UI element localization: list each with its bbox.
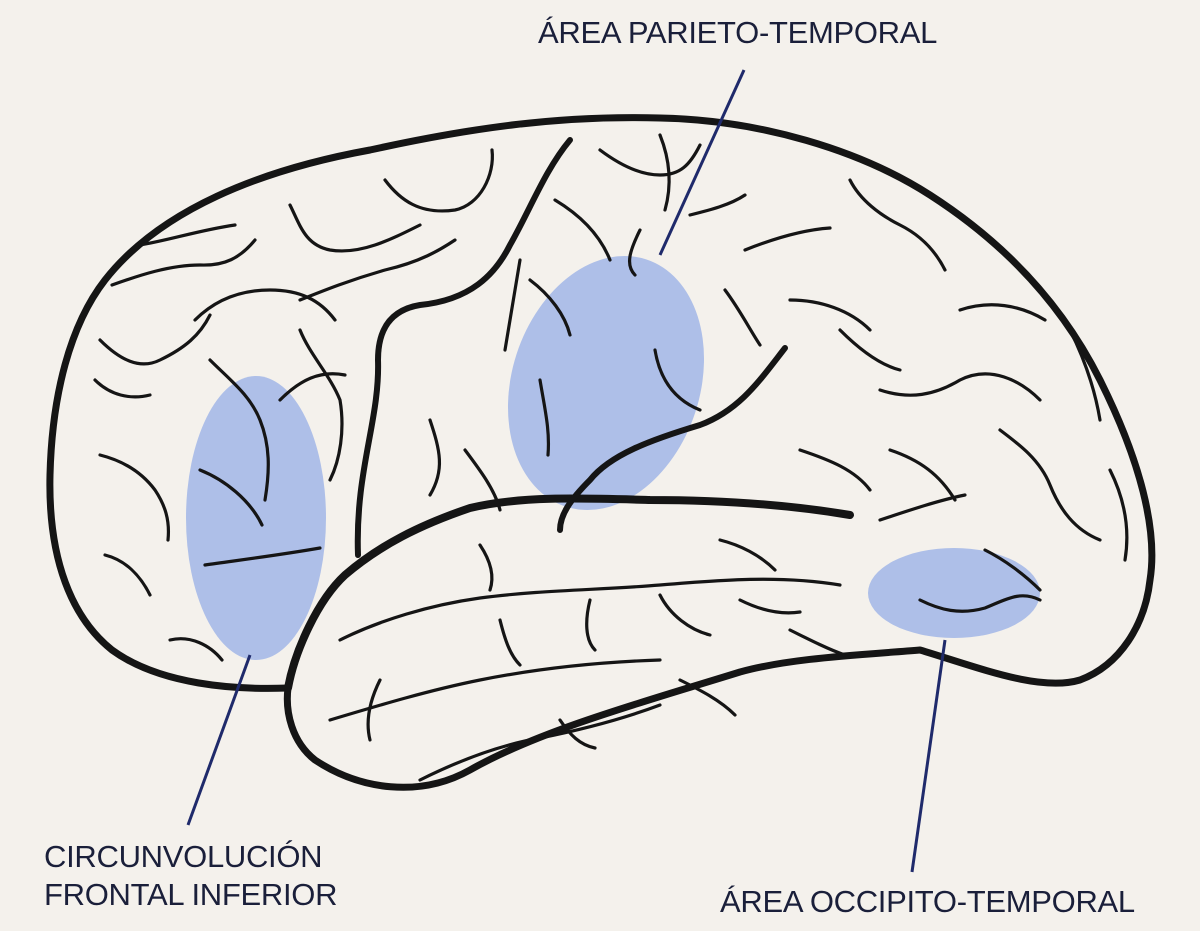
outer-contour: [46, 114, 1156, 791]
frontal-inferior-label: CIRCUNVOLUCIÓN FRONTAL INFERIOR: [44, 838, 337, 914]
frontal-leader-line: [186, 654, 252, 826]
parietal-temporal-region: [507, 255, 705, 511]
occipito-temporal-region: [868, 548, 1040, 638]
frontal-inferior-label-line1: CIRCUNVOLUCIÓN: [44, 839, 323, 874]
occipital-leader-line: [910, 639, 947, 873]
postcentral-sulcus: [557, 345, 788, 533]
leader-lines: [186, 69, 947, 873]
frontal-inferior-label-line2: FRONTAL INFERIOR: [44, 876, 338, 912]
lateral-sulcus: [284, 494, 854, 692]
highlight-regions: [186, 255, 1040, 660]
parietal-temporal-label: ÁREA PARIETO-TEMPORAL: [538, 15, 938, 50]
central-sulcus: [354, 137, 573, 558]
brain-outline: [46, 114, 1156, 791]
parietal-leader-line: [658, 69, 746, 256]
frontal-inferior-region: [186, 376, 326, 660]
occipito-temporal-label: ÁREA OCCIPITO-TEMPORAL: [720, 884, 1135, 919]
gyri-lines: [93, 133, 1129, 782]
